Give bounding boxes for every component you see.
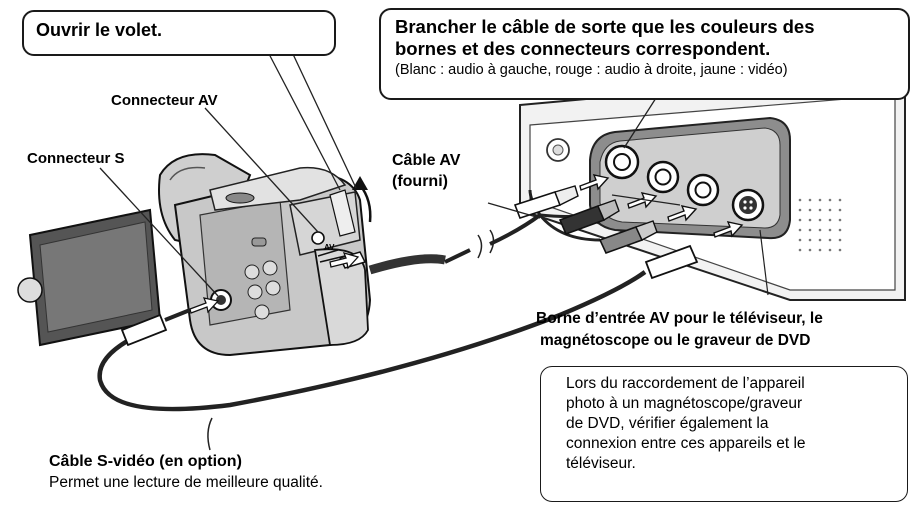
note-line3: de DVD, vérifier également la [566, 415, 769, 432]
s-video-cable [97, 244, 699, 451]
leader-lines [99, 51, 657, 297]
open-panel-callout: Ouvrir le volet. [22, 10, 336, 56]
note-callout: Lors du raccordement de l’appareil photo… [540, 366, 908, 502]
av-jack-yellow [686, 173, 720, 207]
camera-av-mark: AV [324, 243, 335, 252]
connect-instructions-callout: Brancher le câble de sorte que les coule… [379, 8, 910, 100]
tv-panel [519, 68, 906, 301]
av-cable-label-line2: (fourni) [392, 173, 448, 190]
open-panel-text: Ouvrir le volet. [36, 20, 163, 40]
s-video-jack [731, 188, 765, 222]
note-line2: photo à un magnétoscope/graveur [566, 395, 803, 412]
camcorder [17, 153, 372, 357]
av-jack-red [646, 160, 680, 194]
av-connector-label: Connecteur AV [111, 92, 218, 109]
svideo-cable-label: Câble S-vidéo (en option) [49, 453, 242, 470]
input-terminal-label-line1: Borne d’entrée AV pour le téléviseur, le [536, 310, 823, 327]
connect-subtitle: (Blanc : audio à gauche, rouge : audio à… [395, 62, 788, 78]
connect-title-line2: bornes et des connecteurs correspondent. [395, 38, 771, 59]
s-connector-label: Connecteur S [27, 150, 125, 167]
note-line5: téléviseur. [566, 455, 636, 472]
note-line4: connexion entre ces appareils et le [566, 435, 806, 452]
note-line1: Lors du raccordement de l’appareil [566, 375, 805, 392]
input-terminal-label-line2: magnétoscope ou le graveur de DVD [540, 332, 811, 349]
speaker-grill [798, 198, 842, 252]
av-jack-white [604, 144, 640, 180]
rca-plug-red [558, 199, 620, 236]
rca-plug-yellow [598, 220, 658, 255]
connect-title-line1: Brancher le câble de sorte que les coule… [395, 16, 815, 37]
av-cable-label-line1: Câble AV [392, 152, 461, 169]
rca-plug-white [513, 185, 579, 219]
insert-arrows [579, 174, 744, 238]
svideo-cable-description: Permet une lecture de meilleure qualité. [49, 474, 323, 491]
